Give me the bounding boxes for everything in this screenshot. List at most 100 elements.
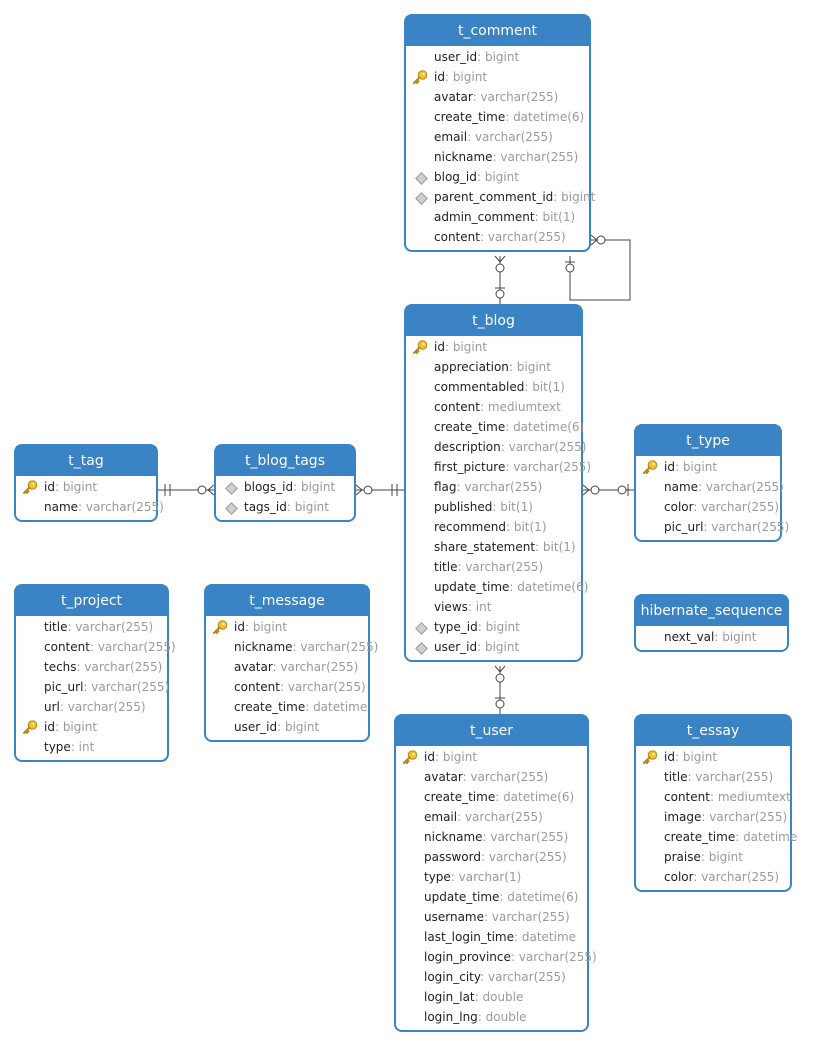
field-row[interactable]: pic_url: varchar(255)	[16, 677, 169, 697]
field-row[interactable]: update_time: datetime(6)	[406, 577, 588, 597]
field-row[interactable]: create_time: datetime(6)	[406, 417, 584, 437]
field-row[interactable]: views: int	[406, 597, 581, 617]
field-row[interactable]: login_lng: double	[396, 1007, 587, 1027]
field-row[interactable]: image: varchar(255)	[636, 807, 790, 827]
field-row[interactable]: content: varchar(255)	[206, 677, 368, 697]
field-row[interactable]: techs: varchar(255)	[16, 657, 167, 677]
field-type: varchar(255)	[480, 90, 559, 104]
field-separator: :	[479, 230, 488, 244]
field-row[interactable]: admin_comment: bit(1)	[406, 207, 589, 227]
field-row[interactable]: id: bigint	[16, 717, 167, 737]
field-separator: :	[510, 950, 519, 964]
field-row[interactable]: user_id: bigint	[406, 637, 581, 657]
optional-circle-mark	[363, 485, 373, 495]
field-row[interactable]: title: varchar(255)	[16, 617, 167, 637]
field-type: datetime	[743, 830, 798, 844]
field-row[interactable]: url: varchar(255)	[16, 697, 167, 717]
field-row[interactable]: content: mediumtext	[636, 787, 791, 807]
field-row[interactable]: login_province: varchar(255)	[396, 947, 597, 967]
field-row[interactable]: id: bigint	[16, 477, 156, 497]
field-row[interactable]: first_picture: varchar(255)	[406, 457, 591, 477]
field-row[interactable]: share_statement: bit(1)	[406, 537, 581, 557]
field-row[interactable]: recommend: bit(1)	[406, 517, 581, 537]
field-row[interactable]: blogs_id: bigint	[216, 477, 354, 497]
field-row[interactable]: nickname: varchar(255)	[206, 637, 378, 657]
field-row[interactable]: type_id: bigint	[406, 617, 581, 637]
field-type: bigint	[485, 620, 520, 634]
field-name: title	[664, 770, 688, 784]
field-row[interactable]: nickname: varchar(255)	[396, 827, 587, 847]
crowfoot-mark	[494, 255, 506, 263]
field-row[interactable]: type: int	[16, 737, 167, 757]
field-row[interactable]: email: varchar(255)	[396, 807, 587, 827]
field-type: mediumtext	[717, 790, 791, 804]
optional-circle-mark	[197, 485, 207, 495]
field-row[interactable]: id: bigint	[406, 337, 581, 357]
field-row[interactable]: create_time: datetime(6)	[396, 787, 587, 807]
field-type: varchar(255)	[464, 480, 543, 494]
field-row[interactable]: type: varchar(1)	[396, 867, 587, 887]
field-name: techs	[44, 660, 77, 674]
field-row[interactable]: login_lat: double	[396, 987, 587, 1007]
field-row[interactable]: nickname: varchar(255)	[406, 147, 589, 167]
field-row[interactable]: next_val: bigint	[636, 627, 787, 647]
field-row[interactable]: create_time: datetime(6)	[406, 107, 589, 127]
field-separator: :	[514, 930, 522, 944]
field-row[interactable]: login_city: varchar(255)	[396, 967, 587, 987]
field-row[interactable]: avatar: varchar(255)	[396, 767, 587, 787]
field-row[interactable]: color: varchar(255)	[636, 497, 780, 517]
field-name: first_picture	[434, 460, 506, 474]
field-row[interactable]: content: varchar(255)	[406, 227, 589, 247]
field-row[interactable]: password: varchar(255)	[396, 847, 587, 867]
field-row[interactable]: praise: bigint	[636, 847, 790, 867]
field-row[interactable]: content: mediumtext	[406, 397, 581, 417]
field-row[interactable]: user_id: bigint	[206, 717, 368, 737]
field-row[interactable]: appreciation: bigint	[406, 357, 581, 377]
field-row[interactable]: id: bigint	[406, 67, 589, 87]
field-row[interactable]: username: varchar(255)	[396, 907, 587, 927]
field-type: bigint	[722, 630, 757, 644]
field-row[interactable]: name: varchar(255)	[16, 497, 164, 517]
field-row[interactable]: update_time: datetime(6)	[396, 887, 587, 907]
field-row[interactable]: tags_id: bigint	[216, 497, 354, 517]
field-row[interactable]: id: bigint	[396, 747, 587, 767]
field-row[interactable]: last_login_time: datetime	[396, 927, 587, 947]
field-row[interactable]: create_time: datetime	[636, 827, 797, 847]
field-row[interactable]: pic_url: varchar(255)	[636, 517, 789, 537]
field-name: flag	[434, 480, 457, 494]
field-row[interactable]: id: bigint	[636, 747, 790, 767]
field-separator: :	[687, 770, 696, 784]
field-row[interactable]: title: varchar(255)	[636, 767, 790, 787]
field-type: mediumtext	[487, 400, 561, 414]
field-row[interactable]: commentabled: bit(1)	[406, 377, 581, 397]
field-row[interactable]: name: varchar(255)	[636, 477, 784, 497]
field-row[interactable]: flag: varchar(255)	[406, 477, 581, 497]
field-row[interactable]: color: varchar(255)	[636, 867, 790, 887]
field-row[interactable]: email: varchar(255)	[406, 127, 589, 147]
field-row[interactable]: create_time: datetime	[206, 697, 368, 717]
field-row[interactable]: avatar: varchar(255)	[406, 87, 589, 107]
field-row[interactable]: description: varchar(255)	[406, 437, 586, 457]
field-separator: :	[476, 170, 485, 184]
field-row[interactable]: user_id: bigint	[406, 47, 589, 67]
field-row[interactable]: content: varchar(255)	[16, 637, 176, 657]
field-row[interactable]: avatar: varchar(255)	[206, 657, 368, 677]
field-row[interactable]: parent_comment_id: bigint	[406, 187, 595, 207]
field-row[interactable]: id: bigint	[206, 617, 368, 637]
field-name: username	[424, 910, 484, 924]
field-row[interactable]: blog_id: bigint	[406, 167, 589, 187]
optional-circle-mark	[495, 673, 505, 683]
field-row[interactable]: id: bigint	[636, 457, 780, 477]
field-row[interactable]: published: bit(1)	[406, 497, 581, 517]
field-row[interactable]: title: varchar(255)	[406, 557, 581, 577]
